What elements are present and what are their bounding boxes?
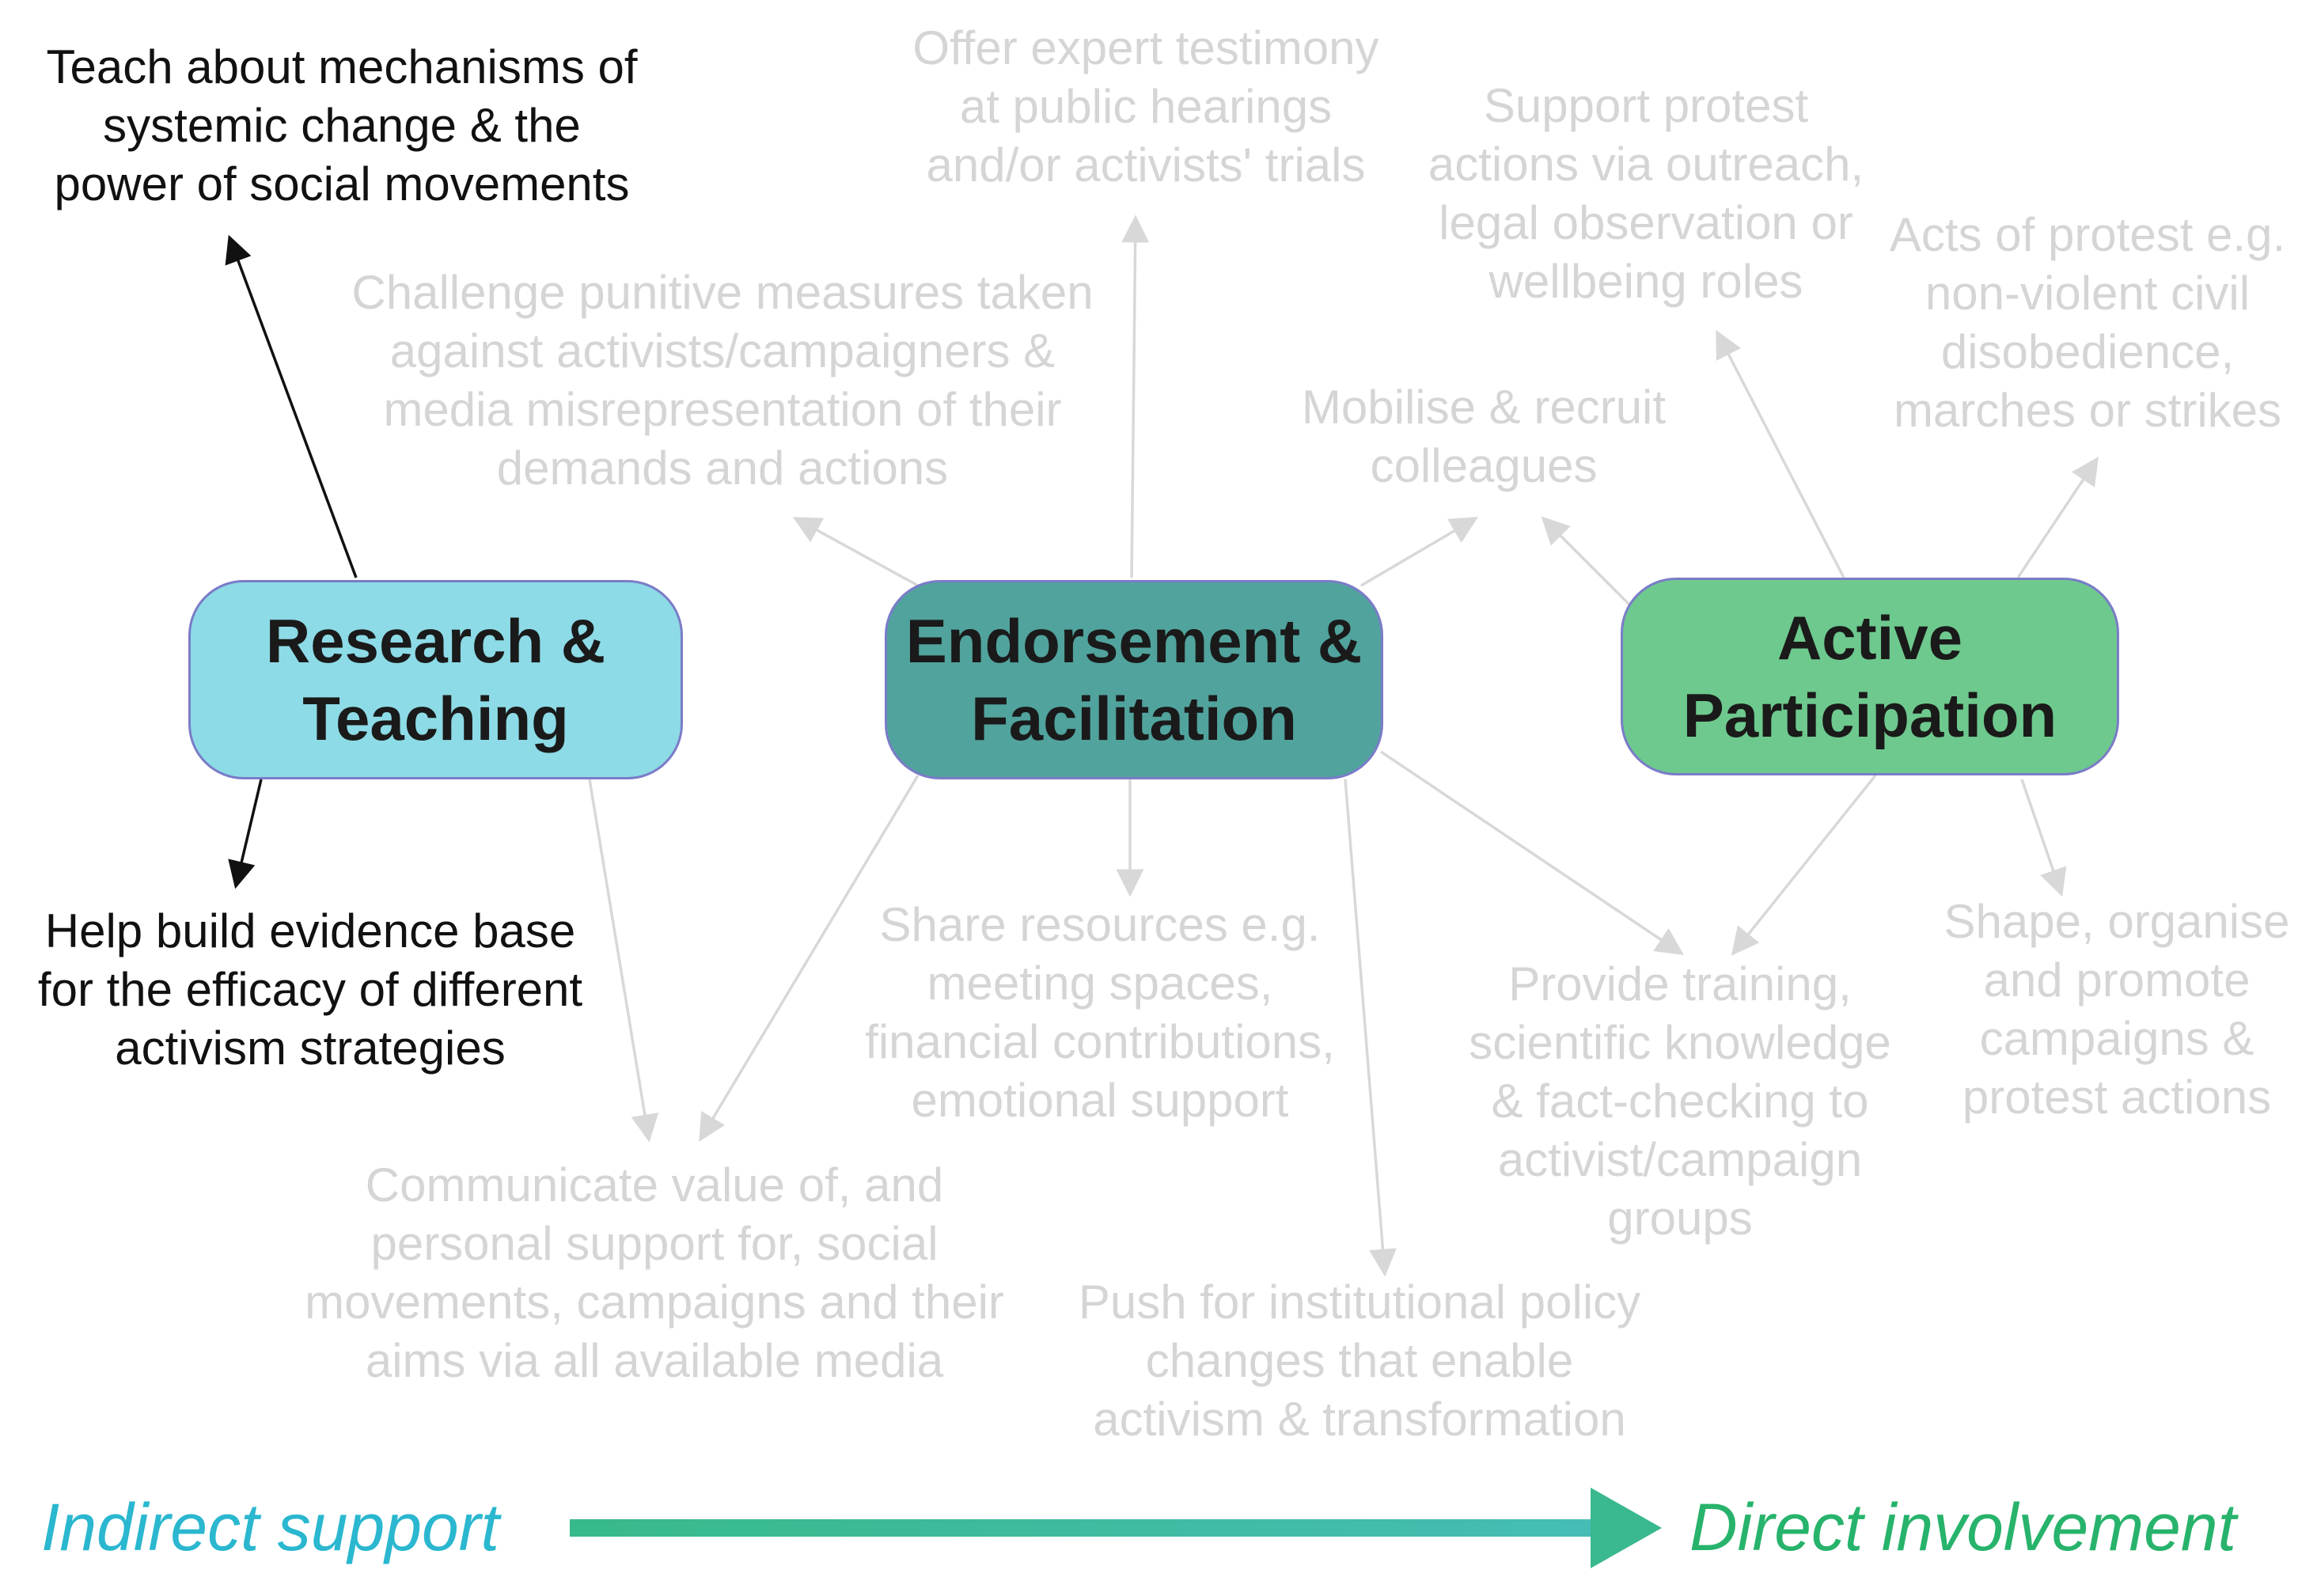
arrow-active-to-provide-training	[1731, 774, 1877, 956]
arrow-research-to-communicate-value	[588, 779, 659, 1143]
mobilise-text: Mobilise & recruit colleagues	[1301, 381, 1667, 492]
arrow-active-to-shape-campaigns	[2020, 779, 2067, 897]
research-teaching-box: Research & Teaching	[188, 580, 683, 779]
arrow-research-to-teach-mechanisms	[225, 234, 358, 578]
indirect-support-label: Indirect support	[41, 1490, 499, 1564]
acts-of-protest-text: Acts of protest e.g. non-violent civil d…	[1889, 208, 2286, 437]
research-teaching-label: Research & Teaching	[265, 606, 606, 753]
shape-campaigns-text: Shape, organise and promote campaigns & …	[1943, 895, 2290, 1124]
share-resources-text: Share resources e.g. meeting spaces, fin…	[865, 898, 1335, 1127]
active-participation-label: Active Participation	[1682, 603, 2057, 750]
expert-testimony-text: Offer expert testimony at public hearing…	[912, 21, 1379, 191]
arrow-active-to-acts-of-protest	[2016, 457, 2099, 578]
scale-arrow-shaft	[570, 1519, 1598, 1537]
scale-arrow-head	[1591, 1488, 1662, 1568]
arrow-endorsement-to-communicate-value	[699, 775, 920, 1143]
arrow-endorsement-to-expert-testimony	[1121, 214, 1150, 578]
endorsement-facilitation-label: Endorsement & Facilitation	[905, 606, 1363, 753]
provide-training-text: Provide training, scientific knowledge &…	[1469, 957, 1891, 1245]
direct-involvement-label: Direct involvement	[1689, 1490, 2236, 1564]
communicate-value-text: Communicate value of, and personal suppo…	[305, 1158, 1004, 1387]
challenge-punitive-text: Challenge punitive measures taken agains…	[351, 266, 1094, 495]
teach-mechanisms-text: Teach about mechanisms of systemic chang…	[46, 40, 638, 210]
arrow-endorsement-to-challenge-punitive	[792, 517, 919, 587]
support-protest-text: Support protest actions via outreach, le…	[1428, 79, 1864, 308]
arrow-endorsement-to-push-policy	[1344, 779, 1397, 1277]
evidence-base-text: Help build evidence base for the efficac…	[37, 904, 583, 1075]
endorsement-facilitation-box: Endorsement & Facilitation	[885, 580, 1383, 779]
arrow-research-to-evidence-base	[228, 779, 263, 889]
push-policy-text: Push for institutional policy changes th…	[1078, 1276, 1641, 1446]
arrow-active-to-mobilise	[1541, 516, 1632, 607]
active-participation-box: Active Participation	[1621, 578, 2119, 775]
arrow-endorsement-to-provide-training	[1380, 750, 1684, 955]
arrow-endorsement-to-mobilise	[1360, 517, 1479, 587]
arrow-active-to-support-protest	[1716, 329, 1845, 578]
